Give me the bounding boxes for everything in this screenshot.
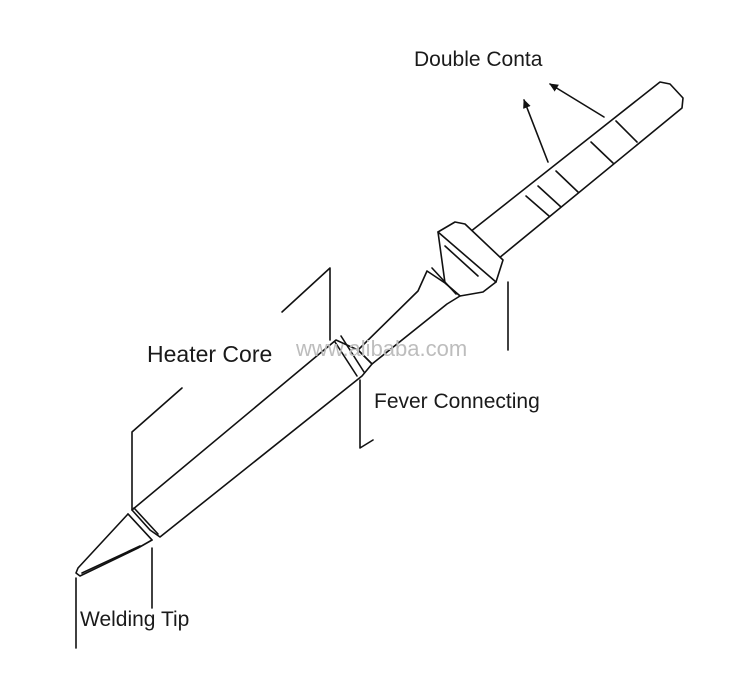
soldering-tip xyxy=(75,81,684,577)
fever-bracket-left xyxy=(359,379,374,449)
heater-core-body xyxy=(131,339,373,538)
contact-ring xyxy=(615,120,638,143)
contact-ring xyxy=(537,185,562,208)
label-fever-connecting: Fever Connecting xyxy=(374,390,540,413)
contact-ring xyxy=(555,170,579,193)
heater-seam xyxy=(340,335,365,373)
tip-ring xyxy=(133,507,159,535)
contact-ring xyxy=(525,195,550,217)
welding-tip-shape xyxy=(75,513,153,577)
neck-edge xyxy=(431,267,457,295)
contact-arrow-lower xyxy=(523,99,549,163)
label-double-contact: Double Conta xyxy=(414,48,543,71)
label-heater-core: Heater Core xyxy=(147,341,272,367)
watermark-text: www.alibaba.com xyxy=(295,336,467,361)
contact-shaft xyxy=(469,81,684,264)
contact-arrow-upper xyxy=(549,83,605,118)
flange-edge xyxy=(444,245,479,277)
contact-ring xyxy=(590,141,614,164)
heater-bracket-upper xyxy=(281,267,331,341)
heater-seam xyxy=(334,341,358,377)
tip-bevel xyxy=(81,545,141,574)
flange-edge xyxy=(437,231,497,283)
label-welding-tip: Welding Tip xyxy=(80,608,189,631)
heater-bracket-lower xyxy=(131,387,183,511)
